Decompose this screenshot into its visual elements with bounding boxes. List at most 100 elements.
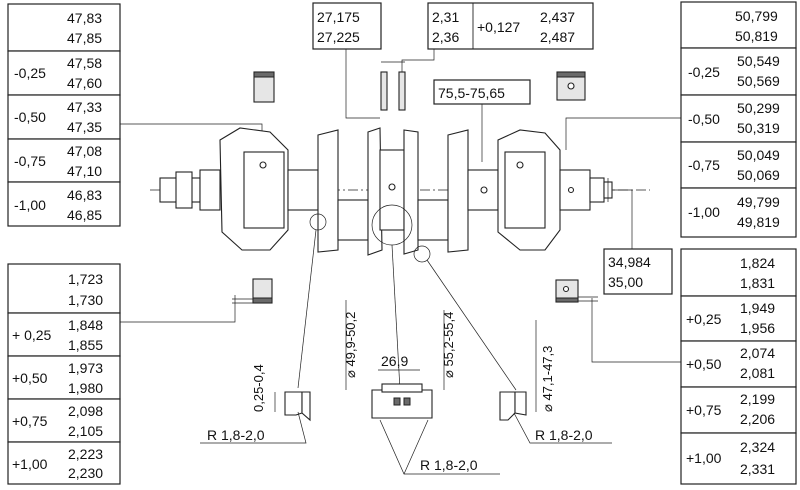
main-bearing-max-4: 2,230 xyxy=(68,465,103,481)
rod-journal-row-3 xyxy=(680,141,797,189)
flange-diameter-box: 34,984 35,00 xyxy=(603,248,673,295)
journal-width-box: 27,175 27,225 xyxy=(312,2,382,50)
rod-journal-min-1: 50,549 xyxy=(737,53,780,69)
main-bearing-max-3: 2,105 xyxy=(68,423,103,439)
flange-diameter-min: 34,984 xyxy=(608,254,651,270)
main-bearing-min-1: 1,848 xyxy=(68,317,103,333)
rod-bearing-min-0: 1,824 xyxy=(740,255,775,271)
main-journal-row-2 xyxy=(7,94,121,140)
main-bearing-row-0 xyxy=(7,263,121,314)
rod-journal-grade-1: -0,25 xyxy=(688,64,720,80)
main-bearing-grade-4: +1,00 xyxy=(12,456,48,472)
radius-left-label: R 1,8-2,0 xyxy=(207,427,265,443)
rod-journal-max-0: 50,819 xyxy=(735,28,778,44)
rod-bearing-max-0: 1,831 xyxy=(740,275,775,291)
rod-journal-min-3: 50,049 xyxy=(737,147,780,163)
bearing-shell-top-left xyxy=(253,71,275,103)
main-journal-grade-4: -1,00 xyxy=(14,197,46,213)
main-journal-grade-1: -0,25 xyxy=(14,65,46,81)
main-bearing-max-2: 1,980 xyxy=(68,380,103,396)
fillet-depth-label: 0,25-0,4 xyxy=(251,364,266,412)
rod-journal-min-4: 49,799 xyxy=(737,194,780,210)
rod-bearing-grade-3: +0,75 xyxy=(686,402,722,418)
thrust-washer-max: 2,36 xyxy=(432,29,459,45)
rod-bearing-max-4: 2,331 xyxy=(740,461,775,477)
rod-bearing-row-3 xyxy=(680,386,797,434)
main-journal-row-4 xyxy=(7,181,121,227)
detail-right: ⌀ 47,1-47,3 R 1,8-2,0 xyxy=(499,320,612,444)
detail-center: ⌀ 49,9-50,2 ⌀ 55,2-55,4 26,9 R 1,8-2,0 xyxy=(343,300,500,475)
flange-diameter-max: 35,00 xyxy=(608,274,643,290)
main-bearing-min-3: 2,098 xyxy=(68,403,103,419)
main-journal-max-4: 46,85 xyxy=(67,207,102,223)
rod-journal-max-4: 49,819 xyxy=(737,214,780,230)
rod-bearing-min-2: 2,074 xyxy=(740,345,775,361)
rod-bearing-min-1: 1,949 xyxy=(740,300,775,316)
bearing-shell-top-right xyxy=(556,71,586,101)
rod-bearing-row-4 xyxy=(680,432,797,485)
main-journal-row-3 xyxy=(7,138,121,183)
main-bearing-row-2 xyxy=(7,355,121,400)
rod-bearing-min-4: 2,324 xyxy=(740,439,775,455)
thrust-washer-grade-max: 2,487 xyxy=(540,29,575,45)
rod-journal-grade-3: -0,75 xyxy=(688,157,720,173)
main-journal-row-1 xyxy=(7,50,121,96)
main-bearing-table: 1,723 1,730 + 0,25 1,848 1,855 +0,50 1,9… xyxy=(7,263,121,485)
rod-bearing-max-1: 1,956 xyxy=(740,320,775,336)
bearing-shell-bottom-right xyxy=(555,279,598,303)
main-journal-min-4: 46,83 xyxy=(67,187,102,203)
front-main-journal xyxy=(243,151,285,229)
dia-a-label: ⌀ 49,9-50,2 xyxy=(343,312,358,378)
main-journal-max-0: 47,85 xyxy=(67,30,102,46)
main-bearing-row-4 xyxy=(7,441,121,485)
rod-journal-row-2 xyxy=(680,94,797,143)
main-journal-min-3: 47,08 xyxy=(67,143,102,159)
journal-width-max: 27,225 xyxy=(317,29,360,45)
rod-bearing-max-3: 2,206 xyxy=(740,411,775,427)
rod-bearing-max-2: 2,081 xyxy=(740,365,775,381)
rod-bearing-row-0 xyxy=(680,248,797,297)
rod-journal-max-1: 50,569 xyxy=(737,73,780,89)
thrust-washer-box: 2,31 2,36 +0,127 2,437 2,487 xyxy=(427,2,594,50)
main-journal-min-0: 47,83 xyxy=(67,10,102,26)
rod-bearing-grade-4: +1,00 xyxy=(686,450,722,466)
rod-journal-max-3: 50,069 xyxy=(737,167,780,183)
radius-center-label: R 1,8-2,0 xyxy=(420,457,478,473)
main-bearing-grade-1: + 0,25 xyxy=(12,327,52,343)
rod-journal-grade-2: -0,50 xyxy=(688,111,720,127)
rod-bearing-min-3: 2,199 xyxy=(740,391,775,407)
main-bearing-min-2: 1,973 xyxy=(68,360,103,376)
main-journal-row-0 xyxy=(7,3,121,52)
rod-journal-length-label: 75,5-75,65 xyxy=(438,85,505,101)
main-bearing-max-0: 1,730 xyxy=(68,292,103,308)
main-bearing-grade-3: +0,75 xyxy=(12,413,48,429)
journal-width-min: 27,175 xyxy=(317,9,360,25)
rod-bearing-grade-2: +0,50 xyxy=(686,356,722,372)
crankshaft xyxy=(150,127,650,256)
rod-journal-row-1 xyxy=(680,47,797,96)
center-width-label: 26,9 xyxy=(381,353,408,369)
rod-journal-row-4 xyxy=(680,187,797,238)
bearing-shell-bottom-left xyxy=(232,278,273,304)
main-journal-max-1: 47,60 xyxy=(67,75,102,91)
main-journal-min-2: 47,33 xyxy=(67,99,102,115)
main-bearing-min-4: 2,223 xyxy=(68,446,103,462)
thrust-washer-grade: +0,127 xyxy=(477,19,520,35)
main-journal-max-3: 47,10 xyxy=(67,163,102,179)
dia-b-label: ⌀ 55,2-55,4 xyxy=(441,312,456,378)
rod-journal-length-box: 75,5-75,65 xyxy=(433,79,531,105)
rod-bearing-row-1 xyxy=(680,295,797,342)
rod-journal-max-2: 50,319 xyxy=(737,120,780,136)
main-bearing-max-1: 1,855 xyxy=(68,337,103,353)
main-bearing-grade-2: +0,50 xyxy=(12,370,48,386)
radius-right-label: R 1,8-2,0 xyxy=(535,427,593,443)
rod-journal-table: 50,799 50,819 -0,25 50,549 50,569 -0,50 … xyxy=(680,1,797,238)
main-journal-grade-3: -0,75 xyxy=(14,153,46,169)
rod-journal-min-2: 50,299 xyxy=(737,100,780,116)
main-journal-min-1: 47,58 xyxy=(67,55,102,71)
thrust-washer-grade-min: 2,437 xyxy=(540,9,575,25)
rod-bearing-table: 1,824 1,831 +0,25 1,949 1,956 +0,50 2,07… xyxy=(680,248,797,485)
main-bearing-min-0: 1,723 xyxy=(68,271,103,287)
